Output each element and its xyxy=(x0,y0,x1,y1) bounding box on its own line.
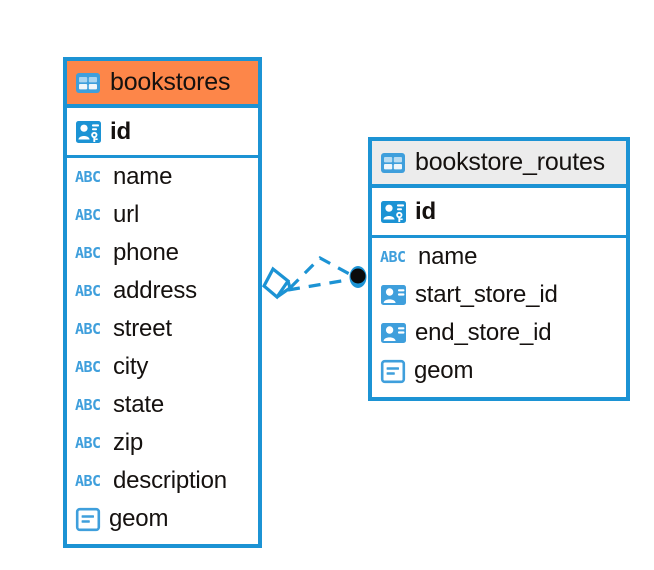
abc-text-icon: ABC xyxy=(75,205,101,224)
field-row-zip[interactable]: ABC zip xyxy=(67,424,258,462)
abc-text-icon: ABC xyxy=(75,319,101,338)
field-row-id[interactable]: id xyxy=(372,188,626,235)
abc-text-icon: ABC xyxy=(75,471,101,490)
field-label-description: description xyxy=(113,467,227,494)
table-icon xyxy=(380,150,406,176)
field-label-id: id xyxy=(110,117,131,145)
abc-text-icon: ABC xyxy=(75,357,101,376)
primary-key-icon xyxy=(380,199,407,225)
field-row-name[interactable]: ABC name xyxy=(67,158,258,196)
field-label-url: url xyxy=(113,201,140,228)
field-label-geom: geom xyxy=(414,357,474,384)
field-row-url[interactable]: ABC url xyxy=(67,196,258,234)
table-icon xyxy=(75,70,101,96)
field-label-end-store-id: end_store_id xyxy=(415,319,552,346)
field-label-name: name xyxy=(418,243,478,270)
abc-text-icon: ABC xyxy=(75,395,101,414)
crows-foot-diamond-marker xyxy=(261,266,292,300)
geometry-icon xyxy=(380,359,406,384)
abc-text-icon: ABC xyxy=(75,281,101,300)
field-label-phone: phone xyxy=(113,239,179,266)
entity-bookstores[interactable]: bookstores id xyxy=(63,57,262,548)
field-row-street[interactable]: ABC street xyxy=(67,310,258,348)
field-row-name[interactable]: ABC name xyxy=(372,238,626,276)
field-label-street: street xyxy=(113,315,172,342)
abc-text-icon: ABC xyxy=(380,247,406,266)
entity-title-bookstores: bookstores xyxy=(110,68,231,96)
field-row-geom[interactable]: geom xyxy=(372,352,626,390)
relationship-line-upper xyxy=(288,256,356,290)
field-row-description[interactable]: ABC description xyxy=(67,462,258,500)
abc-text-icon: ABC xyxy=(75,167,101,186)
field-row-geom[interactable]: geom xyxy=(67,500,258,538)
filled-circle-marker xyxy=(349,266,367,288)
field-row-end-store-id[interactable]: end_store_id xyxy=(372,314,626,352)
abc-text-icon: ABC xyxy=(75,433,101,452)
field-label-state: state xyxy=(113,391,165,418)
abc-text-icon: ABC xyxy=(75,243,101,262)
field-label-address: address xyxy=(113,277,197,304)
primary-key-section-bookstore-routes: id xyxy=(372,188,626,238)
field-row-state[interactable]: ABC state xyxy=(67,386,258,424)
field-row-id[interactable]: id xyxy=(67,108,258,155)
field-label-geom: geom xyxy=(109,505,169,532)
primary-key-icon xyxy=(75,119,102,145)
entity-header-bookstores[interactable]: bookstores xyxy=(67,61,258,108)
entity-bookstore-routes[interactable]: bookstore_routes xyxy=(368,137,630,401)
field-row-city[interactable]: ABC city xyxy=(67,348,258,386)
field-row-address[interactable]: ABC address xyxy=(67,272,258,310)
field-label-id: id xyxy=(415,197,436,225)
field-label-zip: zip xyxy=(113,429,144,456)
field-label-start-store-id: start_store_id xyxy=(415,281,558,308)
entity-header-bookstore-routes[interactable]: bookstore_routes xyxy=(372,141,626,188)
geometry-icon xyxy=(75,507,101,532)
field-label-city: city xyxy=(113,353,149,380)
foreign-key-icon xyxy=(380,320,407,346)
field-row-start-store-id[interactable]: start_store_id xyxy=(372,276,626,314)
relationship-line-lower xyxy=(287,277,354,292)
field-row-phone[interactable]: ABC phone xyxy=(67,234,258,272)
entity-title-bookstore-routes: bookstore_routes xyxy=(415,148,605,176)
field-list-bookstores: ABC name ABC url ABC phone ABC xyxy=(67,158,258,538)
field-list-bookstore-routes: ABC name start_store_id xyxy=(372,238,626,390)
field-label-name: name xyxy=(113,163,173,190)
primary-key-section-bookstores: id xyxy=(67,108,258,158)
foreign-key-icon xyxy=(380,282,407,308)
